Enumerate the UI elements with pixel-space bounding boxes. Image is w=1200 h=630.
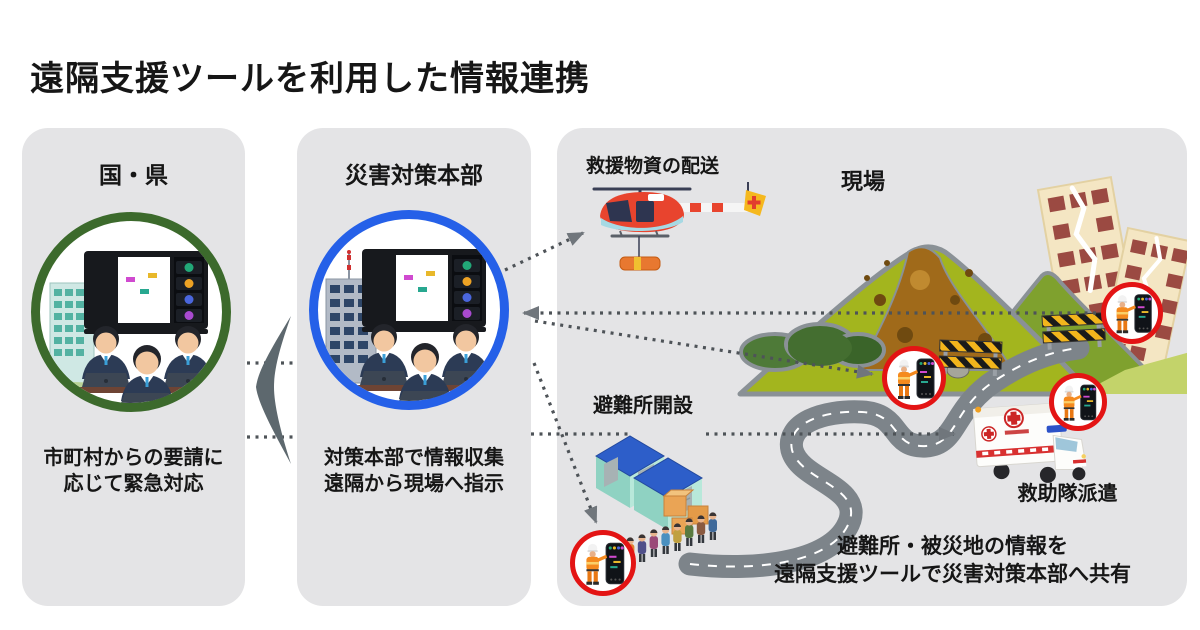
- staff: [74, 326, 218, 403]
- headquarters-circle: [309, 210, 509, 410]
- shelter-open-label: 避難所開設: [593, 395, 693, 417]
- page-title: 遠隔支援ツールを利用した情報連携: [30, 59, 590, 98]
- office-team-icon: [41, 251, 218, 403]
- helicopter-icon: [592, 182, 766, 271]
- national-caption: 市町村からの要請に 応じて緊急対応: [43, 447, 224, 495]
- field-sharing-note: 避難所・被災地の情報を 遠隔支援ツールで災害対策本部へ共有: [774, 535, 1131, 586]
- ambulance-icon: [972, 401, 1087, 483]
- worker-phone-icon: [1116, 294, 1152, 334]
- national-panel-title: 国・県: [99, 162, 168, 188]
- hq-caption: 対策本部で情報収集 遠隔から現場へ指示: [324, 447, 504, 495]
- panel-field-site: [557, 128, 1187, 606]
- office-team-icon: [325, 249, 496, 401]
- hq-panel-title: 災害対策本部: [345, 162, 483, 188]
- worker-marker-ambulance: [1049, 373, 1107, 431]
- left-arrow-icon: [256, 316, 291, 464]
- national-office-circle: [31, 212, 231, 412]
- worker-phone-icon: [1063, 384, 1097, 421]
- wallscreen: [84, 251, 208, 334]
- worker-marker-landslide: [882, 346, 946, 410]
- supply-delivery-label: 救援物資の配送: [585, 156, 719, 177]
- wallscreen: [362, 249, 486, 332]
- rescue-dispatch-label: 救助隊派遣: [1017, 483, 1118, 505]
- worker-phone-icon: [586, 542, 625, 585]
- worker-phone-icon: [898, 358, 935, 399]
- winding-road: [678, 336, 1090, 579]
- worker-marker-ruins: [1101, 282, 1163, 344]
- worker-marker-shelter: [570, 530, 636, 596]
- field-site-label: 現場: [841, 169, 886, 194]
- staff: [352, 324, 496, 401]
